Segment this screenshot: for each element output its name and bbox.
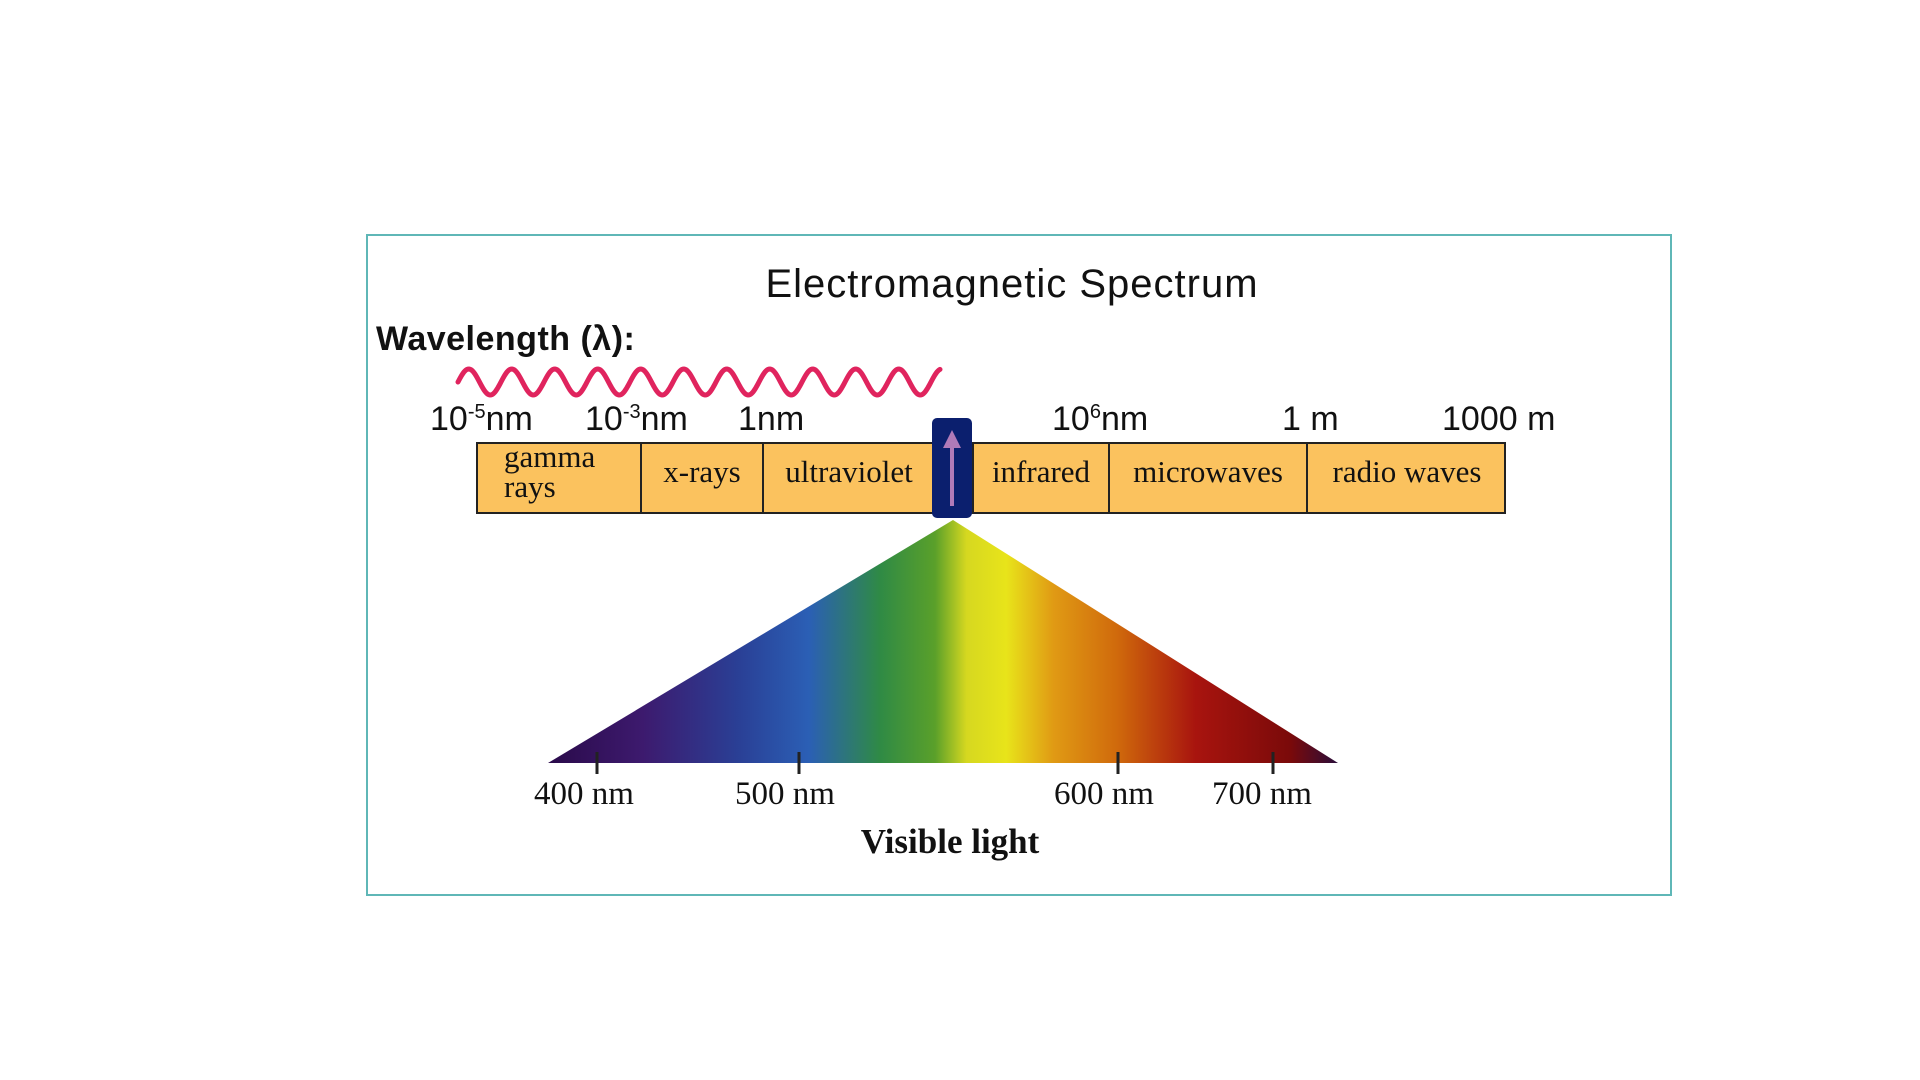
wavelength-wave: [455, 366, 943, 398]
tick-label-600nm: 600 nm: [1054, 776, 1154, 812]
band-radio-waves: radio waves: [1332, 454, 1482, 489]
band-microwaves: microwaves: [1110, 442, 1308, 514]
scale-label-1nm: 1nm: [738, 400, 805, 438]
visible-spectrum-fan: [548, 520, 1338, 763]
diagram-title: Electromagnetic Spectrum: [765, 262, 1259, 306]
band-x-rays: x-rays: [642, 442, 764, 514]
tick-label-700nm: 700 nm: [1212, 776, 1312, 812]
band-ultraviolet: ultraviolet: [785, 454, 913, 489]
scale-label-1e-5nm: 10-5nm: [430, 400, 533, 438]
visible-light-label: Visible light: [860, 822, 1040, 861]
wavelength-label: Wavelength (λ):: [376, 320, 636, 358]
tick-label-400nm: 400 nm: [534, 776, 634, 812]
band-infrared: infrared: [972, 442, 1110, 514]
scale-label-1e6nm: 106nm: [1052, 400, 1149, 438]
visible-light-marker: [932, 418, 972, 518]
spectrum-band-bar: [476, 442, 1506, 514]
scale-label-1000m: 1000 m: [1442, 400, 1556, 438]
tick-label-500nm: 500 nm: [735, 776, 835, 812]
scale-label-1e-3nm: 10-3nm: [585, 400, 688, 438]
up-arrow-icon: [943, 430, 961, 506]
scale-label-1m: 1 m: [1282, 400, 1339, 438]
